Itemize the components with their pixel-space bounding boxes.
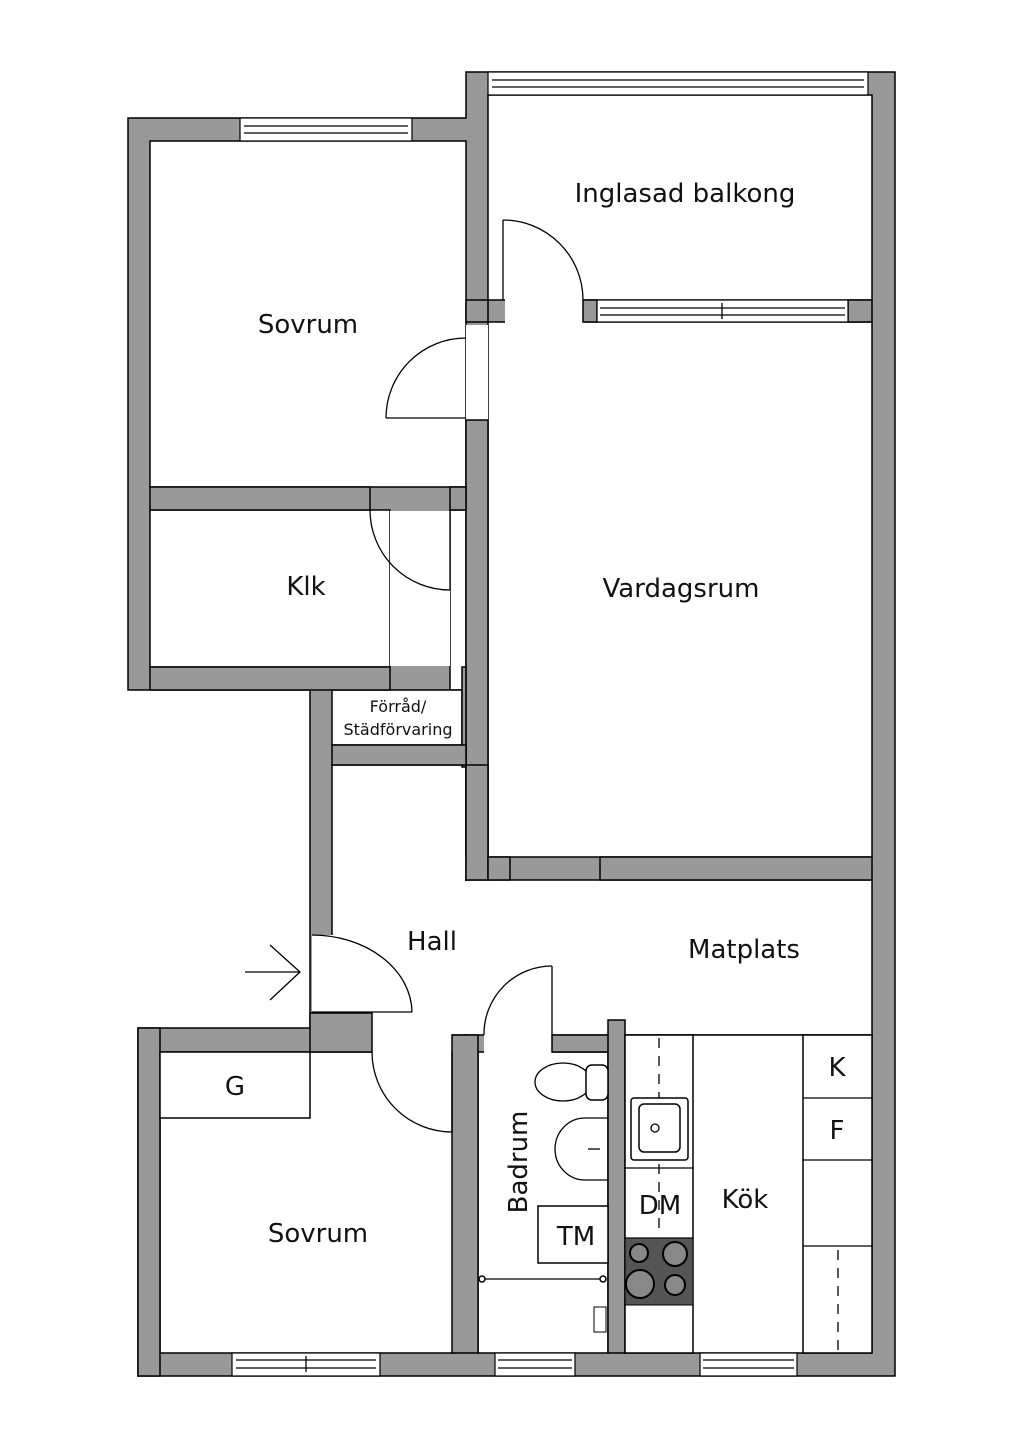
room-forrad [331, 689, 463, 746]
window [699, 1352, 798, 1377]
entrance-door[interactable] [311, 934, 413, 1013]
window [239, 117, 413, 142]
window [596, 299, 849, 323]
entrance-arrow-icon [245, 944, 301, 1001]
room-vardagsrum [487, 321, 873, 858]
freezer-label: F [830, 1116, 845, 1146]
toilet-icon [534, 1062, 609, 1102]
door [483, 965, 553, 1036]
room-badrum [477, 1051, 609, 1354]
room-label-forrad: Förråd/ [370, 697, 427, 716]
wardrobe-label: G [225, 1072, 245, 1102]
wardrobe [159, 1051, 311, 1119]
washbasin-icon [554, 1117, 608, 1181]
room-label-badrum: Badrum [504, 1111, 534, 1214]
hall-wall [465, 764, 489, 881]
room-label-kok: Kök [722, 1185, 769, 1215]
fridge-label: K [828, 1053, 846, 1083]
room-label-stadforvaring: Städförvaring [344, 720, 453, 739]
window [487, 71, 869, 96]
room-klk [149, 509, 391, 668]
room-label-sovrum-bottom: Sovrum [268, 1219, 368, 1249]
room-label-sovrum: Sovrum [258, 310, 358, 340]
washing-machine-label: TM [556, 1222, 595, 1252]
stove-icon [624, 1237, 694, 1306]
room-label-hall: Hall [407, 927, 457, 957]
shower-tap-icon [593, 1306, 607, 1333]
door [502, 219, 584, 301]
room-label-balkong: Inglasad balkong [575, 179, 796, 209]
washing-machine [537, 1205, 609, 1264]
door [371, 1051, 453, 1133]
window [231, 1352, 381, 1377]
door [385, 337, 467, 419]
window [494, 1352, 576, 1377]
kitchen-sink-icon [630, 1097, 689, 1161]
shower-rail [478, 1275, 607, 1283]
door [369, 509, 451, 591]
dishwasher-label: DM [639, 1191, 681, 1221]
room-label-klk: Klk [286, 572, 325, 602]
kitchen-cabinets [802, 1034, 873, 1354]
corridor-strip [449, 509, 467, 691]
room-label-vardagsrum: Vardagsrum [603, 574, 760, 604]
room-sovrum-top [149, 140, 467, 488]
room-label-matplats: Matplats [688, 935, 800, 965]
